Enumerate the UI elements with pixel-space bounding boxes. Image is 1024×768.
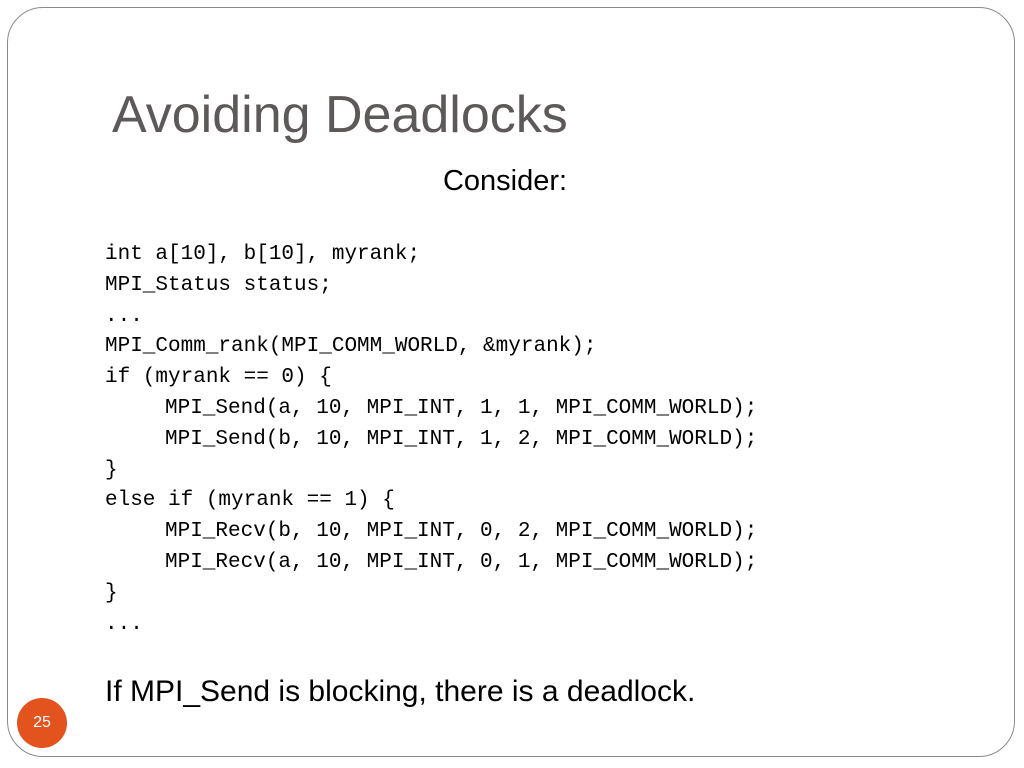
code-line: if (myrank == 0) { (105, 366, 332, 390)
code-line: } (105, 458, 118, 482)
slide-title: Avoiding Deadlocks (112, 86, 568, 144)
code-line: int a[10], b[10], myrank; (105, 243, 421, 266)
slide-number-badge: 25 (17, 698, 67, 748)
code-line: ... (105, 304, 143, 328)
code-line: MPI_Recv(a, 10, MPI_INT, 0, 1, MPI_COMM_… (165, 550, 758, 574)
code-line: MPI_Recv(b, 10, MPI_INT, 0, 2, MPI_COMM_… (165, 520, 758, 544)
code-line: MPI_Comm_rank(MPI_COMM_WORLD, &myrank); (105, 335, 597, 359)
code-line: else if (myrank == 1) { (105, 489, 395, 513)
slide-frame (7, 7, 1015, 757)
code-line: ... (105, 612, 143, 636)
code-block: int a[10], b[10], myrank; MPI_Status sta… (105, 240, 757, 640)
code-line: MPI_Status status; (105, 273, 332, 297)
slide-conclusion: If MPI_Send is blocking, there is a dead… (105, 675, 696, 708)
code-line: MPI_Send(a, 10, MPI_INT, 1, 1, MPI_COMM_… (165, 396, 758, 420)
code-line: } (105, 581, 118, 605)
code-line: MPI_Send(b, 10, MPI_INT, 1, 2, MPI_COMM_… (165, 427, 758, 451)
slide-subtitle: Consider: (442, 165, 568, 197)
